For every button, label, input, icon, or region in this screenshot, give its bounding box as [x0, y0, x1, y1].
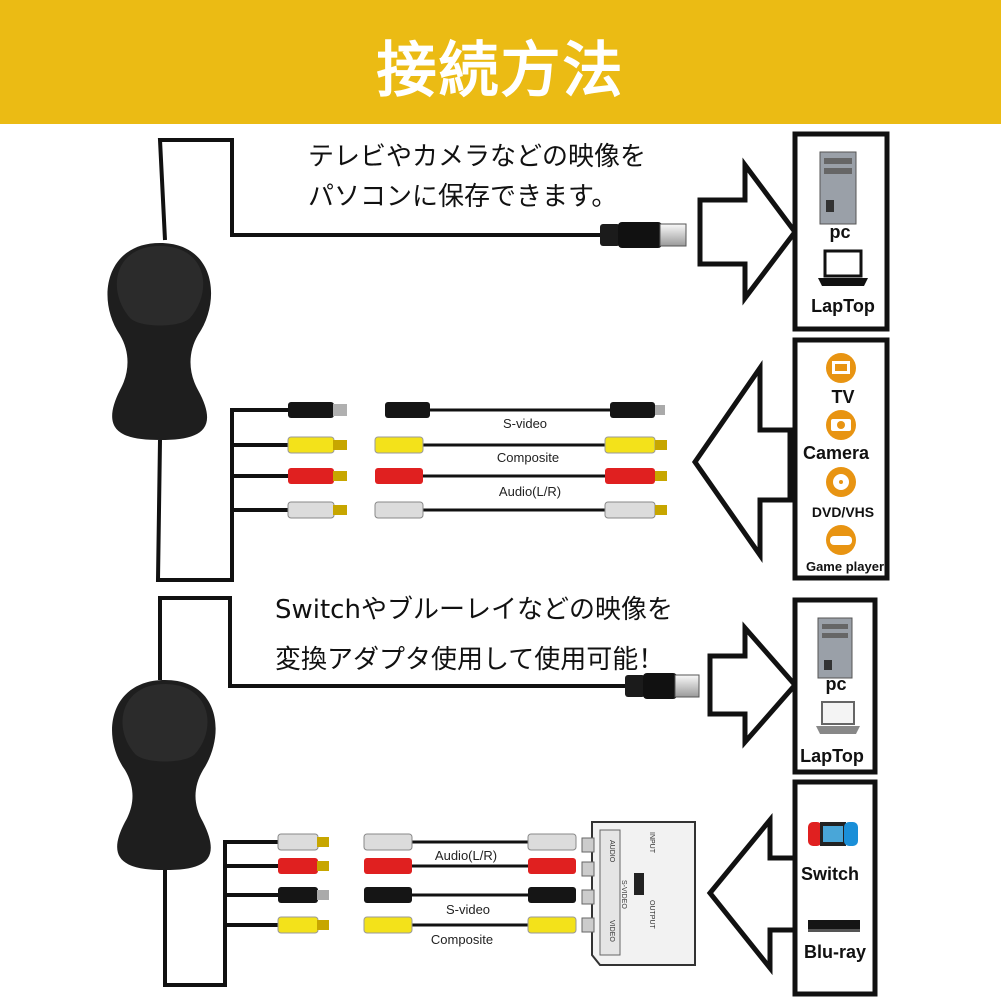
top-left-plugs	[287, 402, 347, 519]
top-audio-label: Audio(L/R)	[499, 484, 561, 499]
top-left-arrow	[691, 359, 793, 563]
camera-label: Camera	[803, 443, 870, 463]
bottom-right-arrow	[707, 621, 799, 749]
game-controller-icon	[826, 525, 856, 555]
header-banner: 接続方法	[0, 0, 1001, 124]
dvd-icon	[826, 467, 856, 497]
top-pc-label: pc	[829, 222, 850, 242]
top-usb-cable	[157, 138, 605, 241]
top-caption-line2: パソコンに保存できます。	[308, 182, 617, 212]
tv-icon	[826, 353, 856, 383]
bottom-svideo-label: S-video	[446, 902, 490, 917]
bottom-pc-tower-icon	[817, 617, 853, 679]
adapter-svideo-label: S-VIDEO	[620, 880, 627, 909]
bottom-left-plugs	[277, 833, 329, 934]
top-composite-label: Composite	[497, 450, 559, 465]
bottom-input-box	[792, 779, 878, 997]
scart-adapter	[581, 821, 696, 966]
top-svideo-label: S-video	[503, 416, 547, 431]
laptop-icon	[818, 249, 868, 286]
bottom-audio-label: Audio(L/R)	[435, 848, 497, 863]
bottom-usb-plug	[625, 673, 700, 699]
bluray-label: Blu-ray	[804, 942, 866, 962]
bottom-caption-line2: 変換アダプタ使用して使用可能！	[275, 645, 664, 675]
adapter-audio-label: AUDIO	[608, 840, 615, 863]
dvd-vhs-label: DVD/VHS	[812, 504, 874, 520]
page-title: 接続方法	[376, 36, 625, 106]
bottom-laptop-icon	[816, 701, 860, 734]
bottom-composite-label: Composite	[431, 932, 493, 947]
bottom-caption-line1: Switchやブルーレイなどの映像を	[275, 595, 673, 625]
top-caption-line1: テレビやカメラなどの映像を	[308, 142, 646, 172]
switch-console-icon	[808, 822, 858, 846]
tv-label: TV	[831, 387, 854, 407]
game-player-label: Game player	[806, 559, 884, 574]
top-right-arrow	[697, 157, 799, 306]
bottom-laptop-label: LapTop	[800, 746, 864, 766]
bottom-middle-cables	[363, 833, 577, 934]
top-capture-device	[107, 243, 212, 440]
adapter-input-label: INPUT	[648, 832, 655, 854]
top-middle-cables	[374, 402, 667, 519]
pc-tower-icon	[819, 151, 857, 225]
bottom-usb-cable	[158, 596, 630, 688]
bottom-split-cable	[163, 840, 285, 987]
top-usb-plug	[600, 222, 687, 248]
bottom-capture-device	[112, 680, 216, 870]
top-laptop-label: LapTop	[811, 296, 875, 316]
bottom-pc-label: pc	[825, 674, 846, 694]
switch-label: Switch	[801, 864, 859, 884]
camera-icon	[826, 410, 856, 440]
bottom-left-arrow	[706, 813, 798, 976]
adapter-video-label: VIDEO	[608, 920, 615, 942]
adapter-output-label: OUTPUT	[648, 900, 655, 930]
bluray-player-icon	[808, 920, 860, 932]
